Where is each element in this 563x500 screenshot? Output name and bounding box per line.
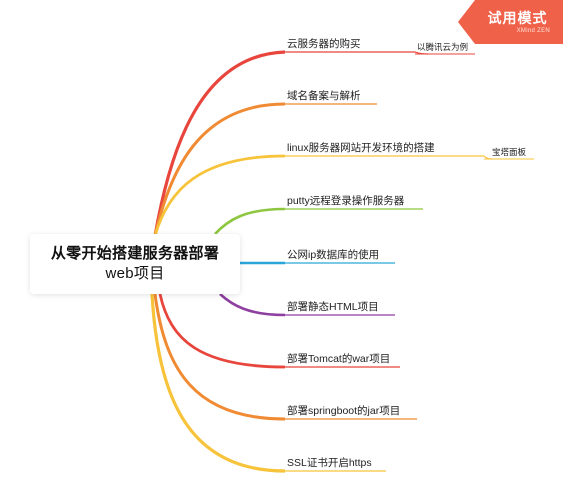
- topic-ssl-https[interactable]: SSL证书开启https: [287, 457, 372, 469]
- subtopic-tencent-cloud[interactable]: 以腾讯云为例: [417, 42, 469, 52]
- branch-connector-7: [158, 293, 286, 369]
- branch-connector-2: [153, 102, 286, 237]
- central-topic[interactable]: 从零开始搭建服务器部署 web项目: [30, 234, 240, 294]
- trial-mode-label: 试用模式: [487, 10, 548, 26]
- topic-deploy-tomcat-war[interactable]: 部署Tomcat的war项目: [287, 353, 391, 365]
- branch-connector-1: [153, 50, 286, 237]
- topic-deploy-static-html[interactable]: 部署静态HTML项目: [287, 301, 379, 313]
- branch-connector-6: [219, 293, 286, 317]
- central-topic-line2: web项目: [105, 265, 165, 282]
- topic-deploy-springboot-jar[interactable]: 部署springboot的jar项目: [287, 405, 401, 417]
- branch-connector-3: [153, 154, 286, 237]
- topic-cloud-server-purchase[interactable]: 云服务器的购买: [287, 38, 361, 50]
- topic-putty-login[interactable]: putty远程登录操作服务器: [287, 195, 405, 207]
- branch-connector-4: [214, 207, 286, 235]
- trial-mode-brand: XMind ZEN: [516, 28, 550, 34]
- subtopic-bt-panel[interactable]: 宝塔面板: [492, 147, 527, 157]
- trial-badge-shape: [458, 0, 563, 44]
- branch-connector-9: [150, 293, 286, 473]
- central-topic-line1: 从零开始搭建服务器部署: [50, 245, 220, 262]
- branch-connector-8: [153, 293, 286, 421]
- topic-domain-registration[interactable]: 域名备案与解析: [287, 90, 361, 102]
- topic-public-ip-database[interactable]: 公网ip数据库的使用: [287, 249, 380, 261]
- topic-linux-env-setup[interactable]: linux服务器网站开发环境的搭建: [287, 142, 435, 154]
